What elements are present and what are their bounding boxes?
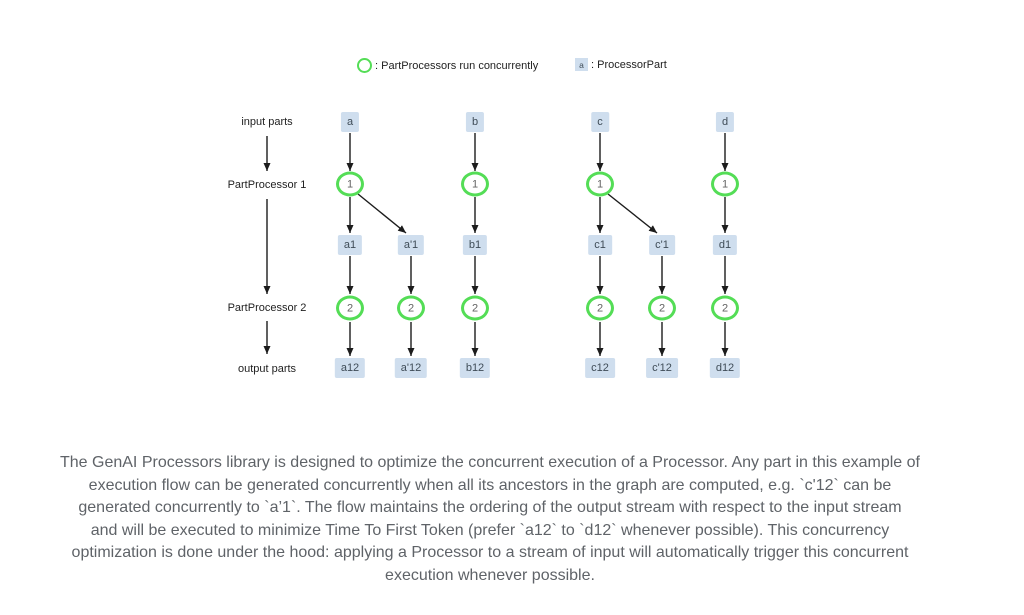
stage2-circle-a-prime: 2 bbox=[397, 295, 425, 321]
mid-box-c1: c1 bbox=[588, 235, 612, 255]
stage1-circle-a: 1 bbox=[336, 171, 364, 197]
output-box-a12: a12 bbox=[334, 358, 366, 378]
arrow-c-stage1-to-c_1-diagonal bbox=[607, 193, 658, 234]
arrow-a-stage1-to-a_1-diagonal bbox=[357, 193, 407, 234]
stage1-circle-c: 1 bbox=[586, 171, 614, 197]
stage2-circle-b: 2 bbox=[461, 295, 489, 321]
row-label-partprocessor-2: PartProcessor 2 bbox=[227, 302, 307, 314]
legend-part-label: : ProcessorPart bbox=[591, 58, 667, 71]
description-line-1: The GenAI Processors library is designed… bbox=[60, 454, 920, 471]
description-paragraph: The GenAI Processors library is designed… bbox=[0, 452, 980, 587]
description-line-4: and will be executed to minimize Time To… bbox=[90, 521, 890, 539]
output-box-d12: d12 bbox=[709, 358, 741, 378]
stage2-circle-c: 2 bbox=[586, 295, 614, 321]
output-box-b12: b12 bbox=[459, 358, 491, 378]
mid-box-d1: d1 bbox=[712, 235, 738, 255]
stage2-circle-d: 2 bbox=[711, 295, 739, 321]
description-line-6: execution whenever possible. bbox=[385, 566, 595, 584]
mid-box-a1: a1 bbox=[337, 235, 363, 255]
description-line-5: optimization is done under the hood: app… bbox=[71, 544, 909, 561]
input-box-a: a bbox=[340, 112, 360, 132]
concurrent-circle-icon bbox=[357, 58, 372, 73]
description-line-3: generated concurrently to `a’1`. The flo… bbox=[78, 499, 902, 516]
output-box-c12: c12 bbox=[585, 358, 615, 378]
input-box-d: d bbox=[715, 112, 735, 132]
stage1-circle-b: 1 bbox=[461, 171, 489, 197]
row-label-output-parts: output parts bbox=[237, 363, 297, 375]
stage1-circle-d: 1 bbox=[711, 171, 739, 197]
output-box-c-prime-12: c'12 bbox=[646, 358, 678, 378]
legend-concurrent: : PartProcessors run concurrently bbox=[357, 58, 538, 73]
row-label-partprocessor-1: PartProcessor 1 bbox=[227, 179, 307, 191]
row-label-input-parts: input parts bbox=[241, 116, 293, 128]
legend-concurrent-label: : PartProcessors run concurrently bbox=[375, 59, 539, 72]
stage2-circle-c-prime: 2 bbox=[648, 295, 676, 321]
processor-part-icon: a bbox=[575, 58, 588, 71]
legend-processor-part: a : ProcessorPart bbox=[575, 58, 667, 71]
mid-box-b1: b1 bbox=[462, 235, 488, 255]
mid-box-a-prime-1: a'1 bbox=[397, 235, 425, 255]
output-box-a-prime-12: a'12 bbox=[394, 358, 428, 378]
mid-box-c-prime-1: c'1 bbox=[649, 235, 675, 255]
input-box-c: c bbox=[591, 112, 609, 132]
stage2-circle-a: 2 bbox=[336, 295, 364, 321]
description-line-2: execution flow can be generated concurre… bbox=[88, 476, 892, 494]
input-box-b: b bbox=[465, 112, 485, 132]
